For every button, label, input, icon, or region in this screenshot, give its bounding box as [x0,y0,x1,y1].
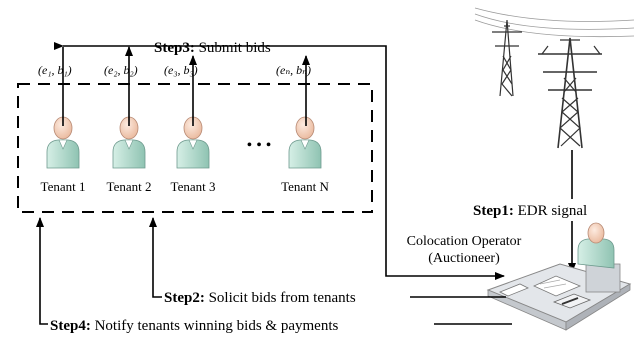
tenant-label: Tenant 2 [107,179,152,194]
tenant-label: Tenant 1 [41,179,86,194]
person-icon [288,116,322,169]
tenant-bid: (e₁, b₁) [38,63,72,77]
tenant-1: Tenant 1 (e₁, b₁) [38,63,85,194]
operator-subtitle: (Auctioneer) [428,251,500,266]
operator-desk-icon [486,222,632,331]
step3-arrows [62,45,505,280]
tenant-3: Tenant 3 (e₃, b₃) [164,63,215,194]
tenant-group-box [17,83,373,213]
power-tower-icon [474,7,634,149]
tenant-bid: (e₃, b₃) [164,63,198,77]
ellipsis: • • • [247,137,272,154]
step4-text: Step4: Notify tenants winning bids & pay… [50,318,338,334]
step1-text: Step1: EDR signal [473,203,587,219]
tenant-label: Tenant 3 [171,179,216,194]
step3-text: Step3: Submit bids [154,40,271,56]
tenant-label: Tenant N [281,179,329,194]
tenant-bid: (e₂, b₂) [104,63,138,77]
operator-title: Colocation Operator [407,234,522,249]
tenant-n: Tenant N (eₙ, bₙ) [276,63,330,194]
tenant-2: Tenant 2 (e₂, b₂) [104,63,151,194]
tenant-bid: (eₙ, bₙ) [276,63,311,77]
step2-text: Step2: Solicit bids from tenants [164,290,356,306]
